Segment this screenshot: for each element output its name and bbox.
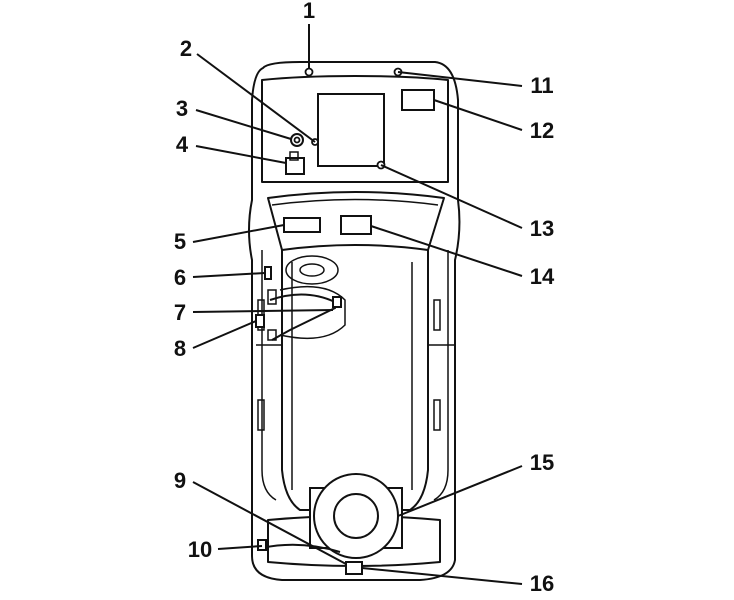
callout-16: 16 <box>530 571 554 596</box>
callout-2: 2 <box>180 36 192 61</box>
callout-6: 6 <box>174 265 186 290</box>
callout-14: 14 <box>530 264 555 289</box>
leader-line-7 <box>192 309 334 313</box>
leader-line-6 <box>192 272 266 278</box>
leader-line-9 <box>192 481 347 565</box>
component-7-connector <box>332 296 342 308</box>
component-3-center <box>293 136 301 144</box>
callout-labels: 1 2 3 4 5 6 7 8 9 10 11 12 13 14 15 16 <box>174 0 555 596</box>
callout-7: 7 <box>174 300 186 325</box>
car-outer-outline <box>248 61 461 581</box>
component-7-harness <box>269 293 336 341</box>
component-1-point <box>304 67 314 77</box>
cabin-outline <box>281 250 429 511</box>
leader-line-3 <box>195 109 292 140</box>
component-8-part <box>255 314 265 328</box>
leader-line-8 <box>192 320 257 349</box>
callout-3: 3 <box>176 96 188 121</box>
windshield-inner <box>271 198 439 206</box>
leader-line-14 <box>370 225 523 277</box>
hood-outline <box>261 75 449 183</box>
callout-12: 12 <box>530 118 554 143</box>
callout-10: 10 <box>188 537 212 562</box>
leader-line-16 <box>361 567 523 585</box>
component-4-detail <box>289 151 299 161</box>
left-side-window <box>261 250 277 501</box>
component-16-part <box>345 561 363 575</box>
engine-block-component <box>317 93 385 167</box>
seat-detail-upper <box>267 289 277 305</box>
callout-13: 13 <box>530 216 554 241</box>
callout-4: 4 <box>176 132 189 157</box>
leader-line-10 <box>217 545 263 550</box>
components <box>255 67 435 575</box>
callout-11: 11 <box>530 73 553 98</box>
steering-wheel-hub <box>299 263 325 277</box>
component-5-box <box>283 217 321 233</box>
callout-8: 8 <box>174 336 186 361</box>
right-side-window <box>433 250 449 501</box>
left-door-handle-rear <box>257 399 265 431</box>
callout-9: 9 <box>174 468 186 493</box>
windshield <box>267 191 445 251</box>
callout-5: 5 <box>174 229 186 254</box>
leader-line-15 <box>397 465 523 517</box>
right-door-handle-front <box>433 299 441 331</box>
leader-line-4 <box>195 145 287 164</box>
component-10-wire <box>261 543 341 553</box>
leader-line-2 <box>196 53 316 143</box>
component-8-detail <box>267 329 277 341</box>
leader-line-11 <box>397 71 523 87</box>
callout-1: 1 <box>303 0 315 23</box>
component-4-unit <box>285 157 305 175</box>
component-10-connector <box>257 539 267 551</box>
component-12-box <box>401 89 435 111</box>
steering-wheel <box>285 255 339 285</box>
leader-line-13 <box>380 164 523 229</box>
component-14-box <box>340 215 372 235</box>
front-seat-outline <box>279 285 346 340</box>
right-door-handle-rear <box>433 399 441 431</box>
leader-line-12 <box>433 99 523 131</box>
component-15-wheel-inner <box>333 493 379 539</box>
leader-lines <box>192 24 523 585</box>
callout-15: 15 <box>530 450 554 475</box>
component-6-part <box>264 266 272 280</box>
leader-line-5 <box>192 224 285 243</box>
